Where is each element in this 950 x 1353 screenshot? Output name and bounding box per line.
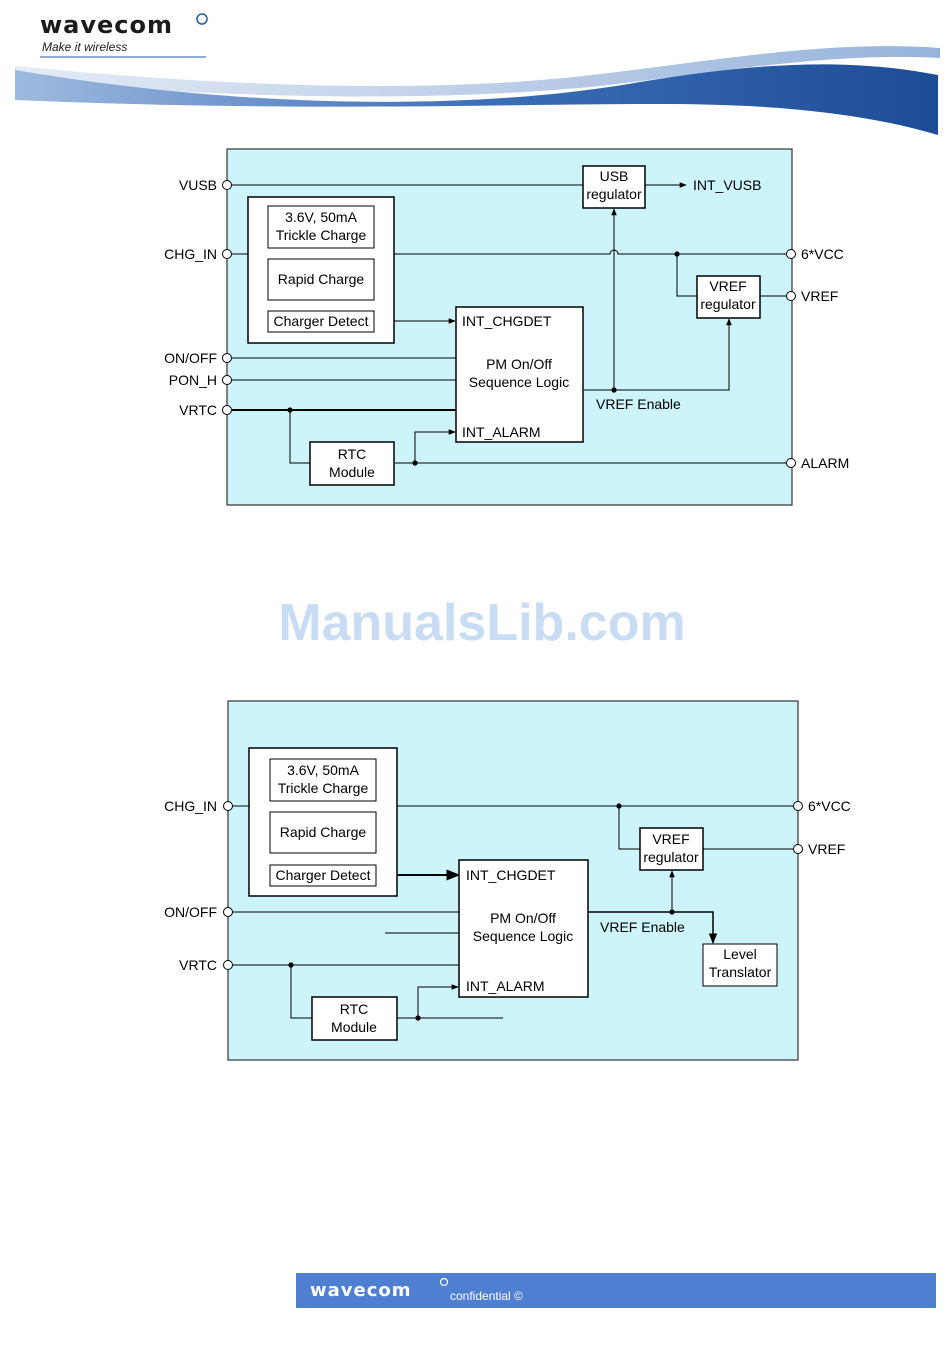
footer-bar (296, 1273, 936, 1308)
int-vusb-label: INT_VUSB (693, 177, 761, 193)
charger-detect-box-2 (269, 864, 377, 887)
level-translator-label-1: Level (723, 946, 756, 962)
watermark: ManualsLib.com (278, 594, 685, 652)
pin-label-vref: VREF (801, 288, 838, 304)
diagram-2: CHG_IN ON/OFF VRTC 6*VCC VREF 3.6V, 50mA… (164, 700, 851, 1061)
vref-regulator-box-2 (639, 827, 704, 871)
pin-label-6vcc: 6*VCC (801, 246, 844, 262)
pin-label-vusb: VUSB (179, 177, 217, 193)
footer: wavecom confidential © (296, 1273, 936, 1308)
pin-label-alarm: ALARM (801, 455, 849, 471)
pin-label-vrtc: VRTC (179, 402, 217, 418)
pm-logic-box-2 (458, 859, 589, 998)
pm-title-2-2: Sequence Logic (473, 928, 573, 944)
trickle-label-2-2: Trickle Charge (278, 780, 369, 796)
rapid-charge-box-2 (269, 811, 377, 854)
rapid-charge-label-2: Rapid Charge (280, 824, 367, 840)
pm-int-alarm-label: INT_ALARM (462, 424, 541, 440)
header-swoosh-light (15, 46, 940, 97)
charger-detect-label-2: Charger Detect (276, 867, 371, 883)
diagram-2-pins (223, 801, 803, 970)
usb-regulator-box (582, 165, 646, 209)
trickle-label-1: 3.6V, 50mA (285, 209, 358, 225)
rapid-charge-box (267, 258, 375, 301)
pin-label-vref-2: VREF (808, 841, 845, 857)
diagram-1: VUSB CHG_IN ON/OFF PON_H VRTC 6*VCC VREF… (164, 148, 849, 506)
trickle-label-2: Trickle Charge (276, 227, 367, 243)
trickle-charge-box-2 (269, 758, 377, 802)
pm-title-2: Sequence Logic (469, 374, 569, 390)
footer-logo-mark-icon (439, 1277, 449, 1287)
footer-brand-logo: wavecom (310, 1280, 412, 1301)
pin-label-chg-in: CHG_IN (164, 246, 217, 262)
logo-mark-icon (196, 13, 208, 25)
pin-label-6vcc-2: 6*VCC (808, 798, 851, 814)
footer-confidential: confidential © (450, 1289, 523, 1303)
level-translator-label-2: Translator (709, 964, 772, 980)
pm-title-2-1: PM On/Off (490, 910, 556, 926)
trickle-label-2-1: 3.6V, 50mA (287, 762, 360, 778)
vref-regulator-label-2-2: regulator (643, 849, 699, 865)
rtc-label-2-2: Module (331, 1019, 377, 1035)
pm-title-1: PM On/Off (486, 356, 552, 372)
rapid-charge-label: Rapid Charge (278, 271, 365, 287)
usb-regulator-label-2: regulator (586, 186, 642, 202)
brand-logo: wavecom (40, 11, 173, 39)
rtc-module-box (309, 441, 395, 486)
rtc-label-2-1: RTC (340, 1001, 369, 1017)
pin-label-pon-h: PON_H (169, 372, 217, 388)
pm-int-alarm-label-2: INT_ALARM (466, 978, 545, 994)
pin-label-vrtc-2: VRTC (179, 957, 217, 973)
vref-regulator-label-2-1: VREF (652, 831, 689, 847)
brand-tagline: Make it wireless (42, 40, 127, 54)
pin-label-on-off: ON/OFF (164, 350, 217, 366)
usb-regulator-label-1: USB (600, 168, 629, 184)
charger-detect-label: Charger Detect (274, 313, 369, 329)
charger-detect-box (267, 310, 375, 333)
level-translator-box (702, 943, 778, 987)
trickle-charge-box (267, 205, 375, 249)
pm-logic-box (455, 306, 584, 443)
vref-enable-label-2: VREF Enable (600, 919, 685, 935)
rtc-label-1: RTC (338, 446, 367, 462)
rtc-label-2: Module (329, 464, 375, 480)
header-swoosh (15, 64, 938, 135)
pm-int-chgdet-label-2: INT_CHGDET (466, 867, 556, 883)
pin-label-chg-in-2: CHG_IN (164, 798, 217, 814)
vref-enable-label: VREF Enable (596, 396, 681, 412)
vref-regulator-label-1: VREF (709, 278, 746, 294)
pin-label-on-off-2: ON/OFF (164, 904, 217, 920)
vref-regulator-label-2: regulator (700, 296, 756, 312)
pm-int-chgdet-label: INT_CHGDET (462, 313, 552, 329)
rtc-module-box-2 (311, 996, 398, 1041)
diagram-1-pins (222, 180, 796, 468)
vref-regulator-box (696, 275, 761, 319)
header: wavecom Make it wireless (15, 11, 940, 135)
